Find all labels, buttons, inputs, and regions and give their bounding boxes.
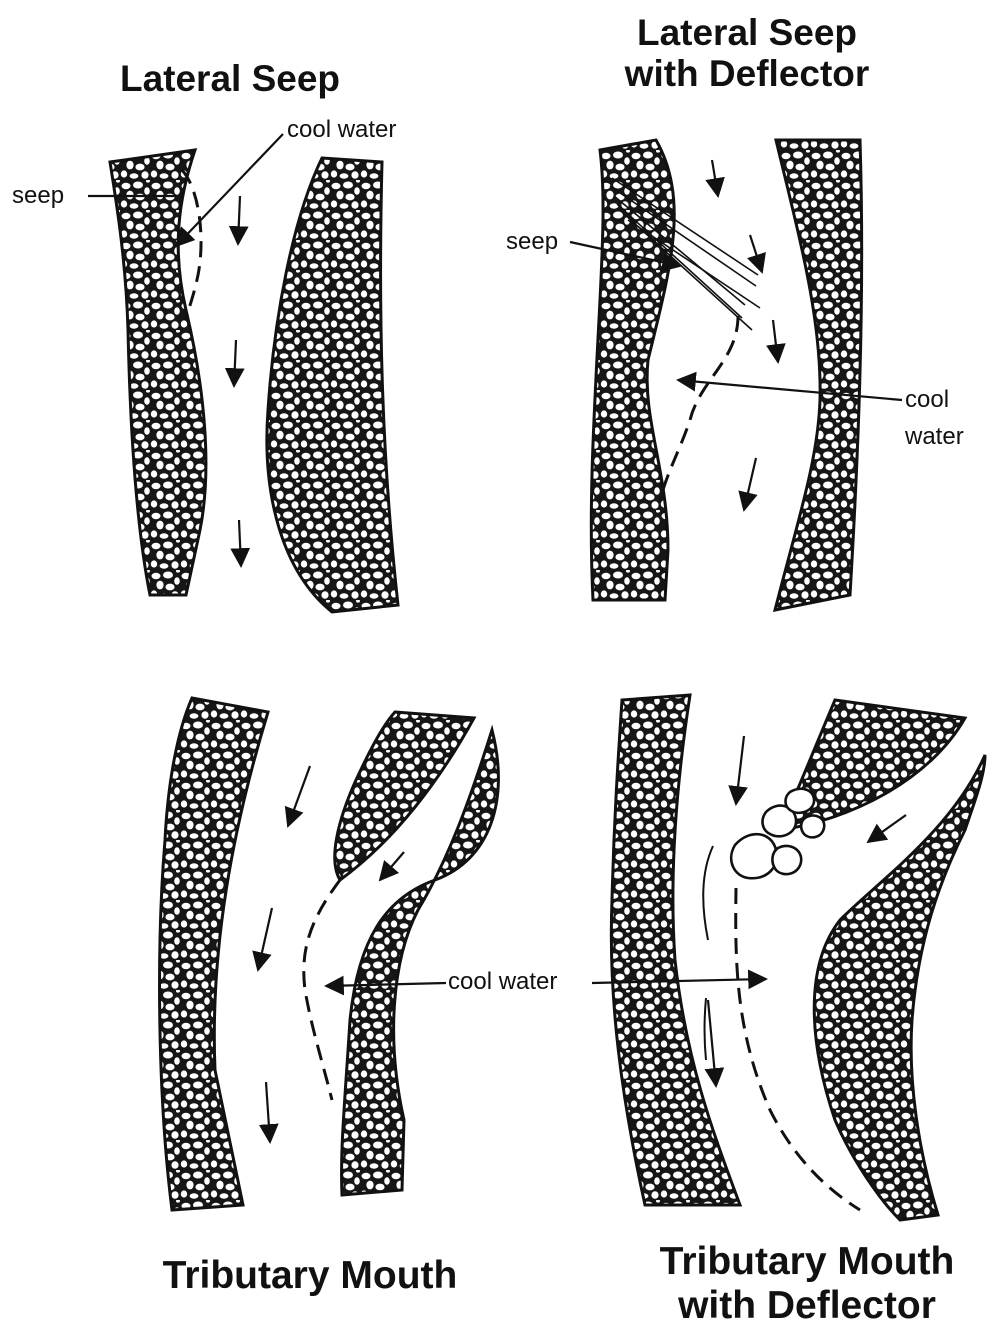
flow-arrow (234, 340, 236, 386)
boulder-deflector (731, 789, 824, 878)
flow-arrow (750, 235, 762, 272)
left-bank-1 (110, 150, 206, 595)
flow-arrow (712, 160, 718, 196)
flow-arrow (266, 1082, 270, 1142)
flow-arrow (736, 736, 744, 804)
flow-arrow (238, 196, 240, 244)
right-bank-1 (267, 158, 398, 612)
flow-arrow (258, 908, 272, 970)
cool-leader-3a (326, 983, 446, 986)
flow-arrow (288, 766, 310, 826)
flow-arrow (773, 320, 778, 362)
flow-arrow (239, 520, 241, 566)
left-bank-3 (160, 698, 268, 1210)
cool-water-boundary-2 (660, 316, 738, 500)
right-bank-4 (814, 755, 985, 1220)
flow-arrow (708, 1000, 716, 1086)
cool-leader-2 (678, 380, 902, 400)
flow-arrow (868, 815, 906, 842)
right-bank-2 (775, 140, 862, 610)
flow-arrow (380, 852, 404, 880)
cool-water-boundary-3 (304, 880, 340, 1100)
left-bank-4 (611, 695, 740, 1205)
flow-arrow (744, 458, 756, 510)
left-bank-2 (591, 140, 674, 600)
